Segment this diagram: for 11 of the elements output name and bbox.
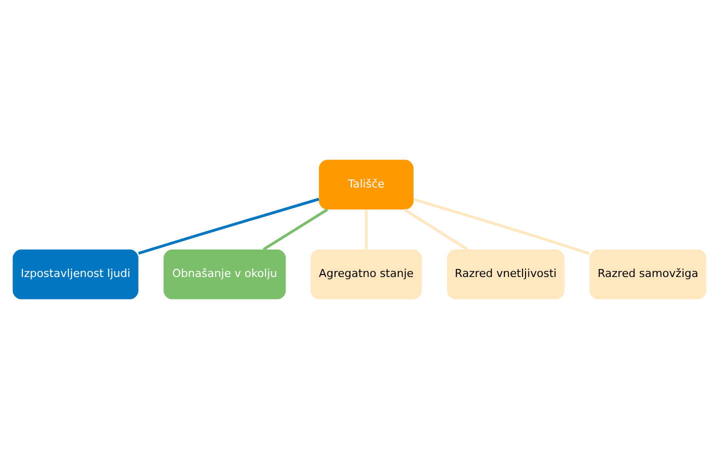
node-box: Razred vnetljivosti (447, 250, 564, 300)
connector (138, 198, 320, 255)
node-box: Razred samovžiga (590, 250, 706, 300)
node-box: Izpostavljenost ljudi (12, 250, 138, 300)
connector (413, 198, 590, 255)
connector (404, 208, 468, 251)
node-box: Obnašanje v okolju (164, 250, 286, 300)
node-box: Agregatno stanje (310, 250, 422, 300)
connector (262, 208, 328, 251)
node-box: Tališče (318, 160, 414, 210)
connector (364, 210, 368, 250)
